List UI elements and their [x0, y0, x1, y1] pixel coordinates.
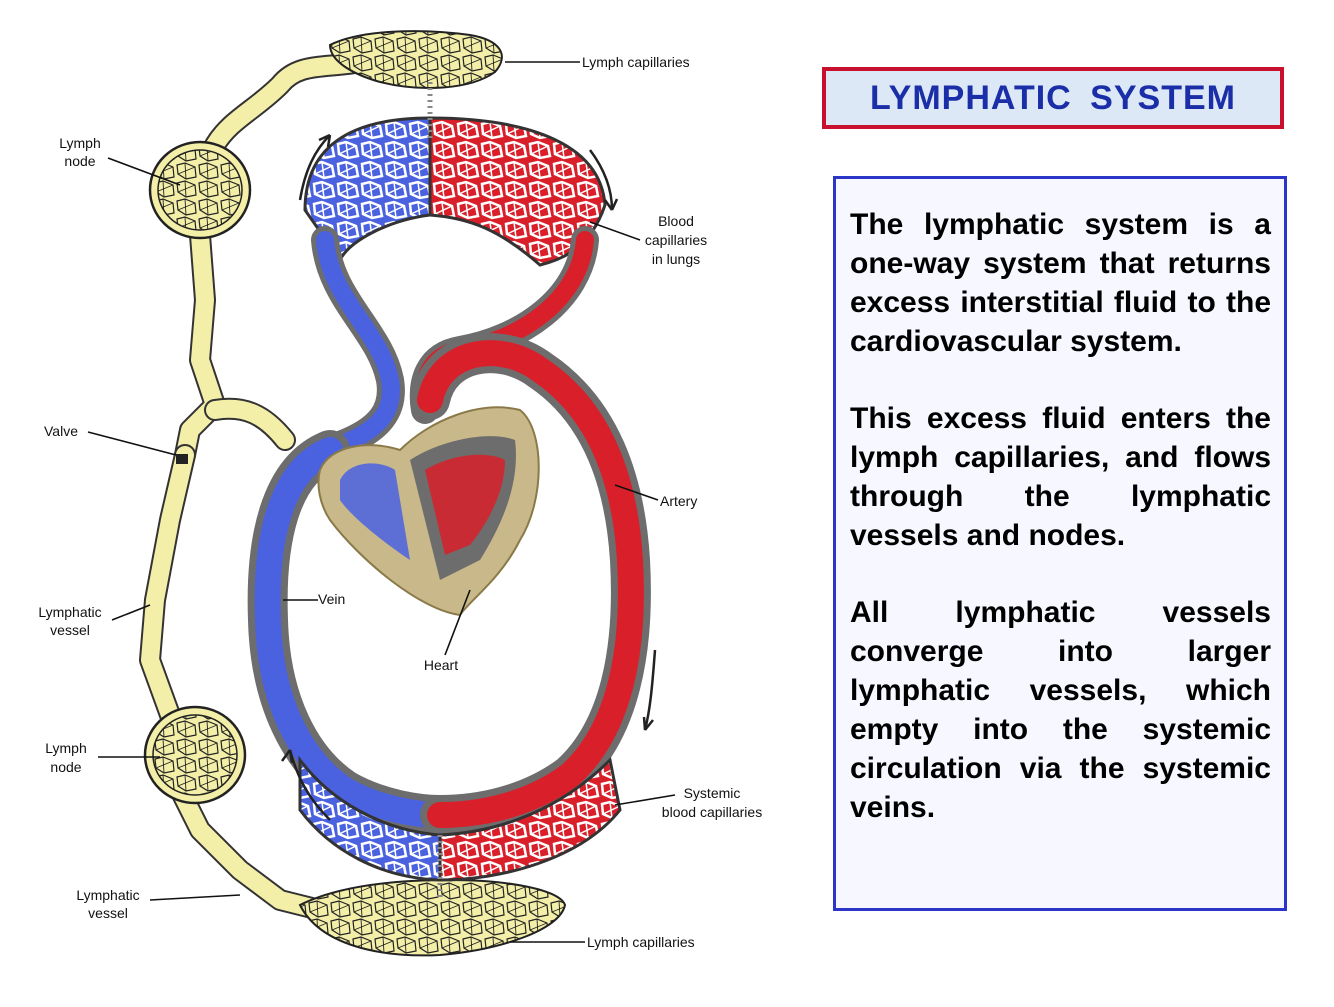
label-blood-capillaries-2: capillaries — [645, 232, 707, 248]
label-lymphatic-vessel-mid-2: vessel — [50, 622, 90, 638]
valve-marker — [176, 454, 188, 464]
lymph-node-lower — [143, 705, 247, 805]
label-systemic-capillaries-1: Systemic — [684, 785, 741, 801]
description-box: The lymphatic system is a one-way system… — [833, 176, 1287, 911]
systemic-capillary-bed — [298, 755, 622, 882]
leader-lines — [87, 61, 676, 943]
lymph-node-upper — [148, 140, 252, 240]
label-lymph-node-upper-1: Lymph — [59, 135, 101, 151]
title-box: LYMPHATIC SYSTEM — [822, 67, 1284, 129]
label-blood-capillaries-3: in lungs — [652, 251, 700, 267]
label-heart: Heart — [424, 657, 458, 673]
label-valve: Valve — [44, 423, 78, 439]
label-lymphatic-vessel-lower-1: Lymphatic — [76, 887, 139, 903]
label-lymph-capillaries-top: Lymph capillaries — [582, 54, 690, 70]
label-lymph-node-upper-2: node — [64, 153, 95, 169]
lymph-capillaries-bottom-bed — [298, 878, 567, 957]
label-lymphatic-vessel-mid-1: Lymphatic — [38, 604, 101, 620]
heart — [317, 406, 540, 617]
lymph-capillaries-top-bed — [328, 30, 503, 89]
label-systemic-capillaries-2: blood capillaries — [662, 804, 762, 820]
label-blood-capillaries-1: Blood — [658, 213, 694, 229]
paragraph-2: This excess fluid enters the lymph capil… — [850, 402, 1271, 552]
paragraph-1: The lymphatic system is a one-way system… — [850, 208, 1271, 358]
flow-arrows — [280, 133, 657, 821]
label-vein: Vein — [318, 591, 345, 607]
label-lymph-node-lower-2: node — [50, 759, 81, 775]
label-lymph-capillaries-bottom: Lymph capillaries — [587, 934, 695, 950]
lung-capillary-bed — [303, 116, 607, 267]
circulatory-lymphatic-diagram: Lymph capillaries Lymph node Blood capil… — [38, 30, 762, 957]
label-lymphatic-vessel-lower-2: vessel — [88, 905, 128, 921]
slide-title: LYMPHATIC SYSTEM — [870, 78, 1236, 117]
diagram-labels: Lymph capillaries Lymph node Blood capil… — [38, 54, 762, 950]
label-lymph-node-lower-1: Lymph — [45, 740, 87, 756]
label-artery: Artery — [660, 493, 697, 509]
paragraph-3: All lymphatic vessels converge into larg… — [850, 596, 1271, 824]
